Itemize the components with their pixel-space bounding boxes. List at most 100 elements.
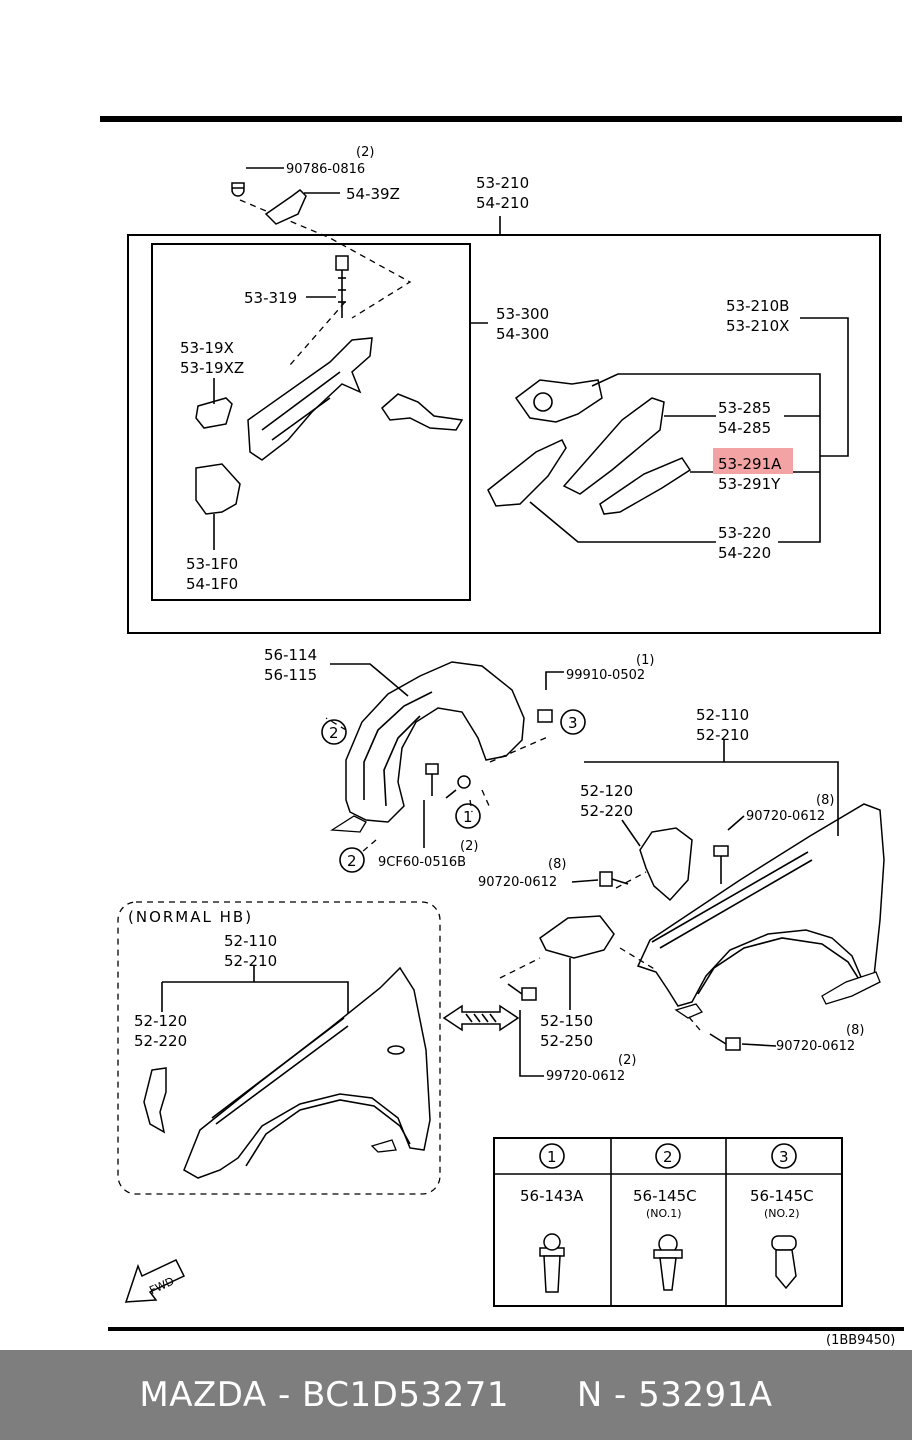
label-56115: 56-115 [264, 666, 317, 684]
bracket-5319x-icon [195, 397, 233, 429]
screw-9cf60-icon [425, 763, 439, 796]
bolt-90720-lower-icon [709, 1033, 741, 1051]
label-52110-main: 52-110 [696, 706, 749, 724]
callout-2-upper: 2 [321, 719, 347, 745]
label-99910: 99910-0502 [566, 668, 645, 683]
screw-99910-icon [537, 709, 553, 723]
clip-56143a-icon [539, 1233, 565, 1293]
label-53210: 53-210 [476, 174, 529, 192]
svg-text:(NO.1): (NO.1) [646, 1207, 682, 1220]
bolt-90786-icon [231, 182, 245, 197]
bolt-90720-upper-icon [713, 845, 729, 884]
label-52210-hb: 52-210 [224, 952, 277, 970]
fwd-arrow-icon: FWD [124, 1259, 186, 1303]
label-54210: 54-210 [476, 194, 529, 212]
label-5439z: 54-39Z [346, 185, 400, 203]
label-9cf60: 9CF60-0516B [378, 855, 466, 870]
label-54220: 54-220 [718, 544, 771, 562]
callout-1: 1 [455, 803, 481, 829]
bracket-mount-icon [381, 393, 464, 431]
svg-text:56-143A: 56-143A [520, 1187, 584, 1205]
label-53291a: 53-291A [718, 455, 782, 473]
label-53291y: 53-291Y [718, 475, 781, 493]
clip-56145c-no2-icon [771, 1235, 797, 1290]
label-52250: 52-250 [540, 1032, 593, 1050]
label-52120-main: 52-120 [580, 782, 633, 800]
bracket-5439z-icon [264, 189, 307, 225]
fender-bracket-52150-icon [539, 915, 615, 959]
clip-liner-icon [445, 775, 471, 799]
svg-text:(NO.2): (NO.2) [764, 1207, 800, 1220]
fender-bracket-52120-icon [639, 827, 693, 902]
svg-text:3: 3 [779, 1148, 789, 1166]
label-53300: 53-300 [496, 305, 549, 323]
qty-99720: (2) [618, 1053, 636, 1068]
label-531f0: 53-1F0 [186, 555, 238, 573]
label-52110-hb: 52-110 [224, 932, 277, 950]
label-90720-upper: 90720-0612 [746, 809, 825, 824]
label-56114: 56-114 [264, 646, 317, 664]
bracket-531f0-icon [195, 463, 241, 515]
bottom-rule [108, 1327, 904, 1331]
label-52150: 52-150 [540, 1012, 593, 1030]
label-54285: 54-285 [718, 419, 771, 437]
qty-90786: (2) [356, 145, 374, 160]
label-52220-main: 52-220 [580, 802, 633, 820]
svg-text:1: 1 [463, 808, 473, 826]
svg-text:2: 2 [329, 724, 339, 742]
fastener-table [493, 1137, 843, 1307]
label-52220-hb: 52-220 [134, 1032, 187, 1050]
label-90720-lower: 90720-0612 [776, 1039, 855, 1054]
qty-90720-lower: (8) [846, 1023, 864, 1038]
parts-diagram: (2) 90786-0816 54-39Z 53-210 54-210 53-3… [100, 116, 904, 1348]
bolt-90720-mid-icon [599, 871, 629, 887]
label-53210x: 53-210X [726, 317, 789, 335]
svg-text:56-145C: 56-145C [633, 1187, 697, 1205]
table-col-2: 2 56-145C (NO.1) [633, 1143, 697, 1291]
diagram-reference: (1BB9450) [826, 1333, 895, 1348]
member-53220-icon [487, 439, 567, 507]
qty-9cf60: (2) [460, 839, 478, 854]
svg-text:1: 1 [547, 1148, 557, 1166]
label-90720-mid: 90720-0612 [478, 875, 557, 890]
normal-hb-box [117, 901, 441, 1195]
label-53210b: 53-210B [726, 297, 789, 315]
svg-text:3: 3 [568, 714, 578, 732]
bolt-53319-icon [335, 255, 349, 318]
top-rule [100, 116, 902, 122]
callout-2-lower: 2 [339, 847, 365, 873]
label-53285: 53-285 [718, 399, 771, 417]
qty-90720-mid: (8) [548, 857, 566, 872]
qty-99910: (1) [636, 653, 654, 668]
label-5319xz: 53-19XZ [180, 359, 244, 377]
label-53220: 53-220 [718, 524, 771, 542]
svg-text:2: 2 [347, 852, 357, 870]
clip-56145c-no1-icon [653, 1234, 683, 1291]
front-fender-icon [636, 803, 885, 1007]
svg-text:56-145C: 56-145C [750, 1187, 814, 1205]
footer-part-info: MAZDA - BC1D53271 N - 53291A [139, 1375, 773, 1415]
label-99720: 99720-0612 [546, 1069, 625, 1084]
label-90786: 90786-0816 [286, 162, 365, 177]
svg-text:2: 2 [663, 1148, 673, 1166]
fender-liner-icon [345, 661, 525, 823]
callout-3: 3 [560, 709, 586, 735]
apron-upper-icon [514, 379, 603, 423]
label-54300: 54-300 [496, 325, 549, 343]
label-52120-hb: 52-120 [134, 1012, 187, 1030]
table-col-1: 1 56-143A [520, 1143, 584, 1293]
assembly-frame [127, 234, 881, 634]
bolt-99720-icon [507, 983, 537, 1001]
qty-90720-upper: (8) [816, 793, 834, 808]
table-col-3: 3 56-145C (NO.2) [750, 1143, 814, 1290]
rail-53300-icon [247, 337, 373, 461]
normal-hb-title: (NORMAL HB) [128, 908, 253, 926]
highlight-53291a [713, 448, 793, 474]
label-52210-main: 52-210 [696, 726, 749, 744]
bracket-53291a-icon [599, 457, 692, 515]
footer-bar: MAZDA - BC1D53271 N - 53291A [0, 1350, 912, 1440]
hb-bracket-icon [143, 1067, 167, 1134]
reinforcement-53285-icon [562, 397, 665, 495]
label-541f0: 54-1F0 [186, 575, 238, 593]
double-arrow-icon [442, 1004, 520, 1032]
